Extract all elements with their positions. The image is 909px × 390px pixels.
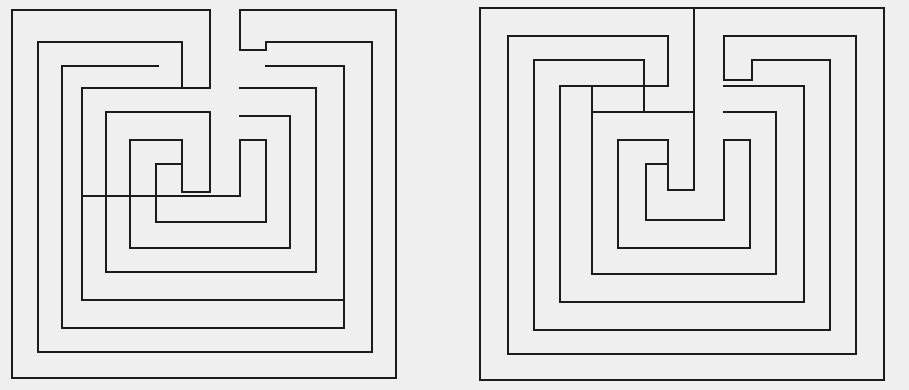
right-maze-wall-ring3 bbox=[560, 86, 804, 302]
right-maze-wall-ring5 bbox=[618, 140, 750, 248]
right-labyrinth bbox=[470, 0, 900, 390]
right-maze-wall-spur-c bbox=[724, 60, 752, 80]
left-maze-wall-spur-b bbox=[82, 10, 210, 88]
right-maze-wall-ring2 bbox=[534, 60, 830, 330]
left-labyrinth bbox=[0, 0, 420, 390]
right-maze-wall-ring6 bbox=[646, 140, 724, 220]
right-maze-wall-ring4 bbox=[592, 112, 776, 274]
left-maze-wall-spur-d bbox=[240, 10, 266, 50]
right-maze-wall-center bbox=[668, 140, 694, 190]
left-maze-wall-spur-a bbox=[82, 88, 344, 300]
left-maze-wall-center bbox=[182, 112, 210, 192]
right-maze-wall-outer bbox=[480, 8, 884, 380]
